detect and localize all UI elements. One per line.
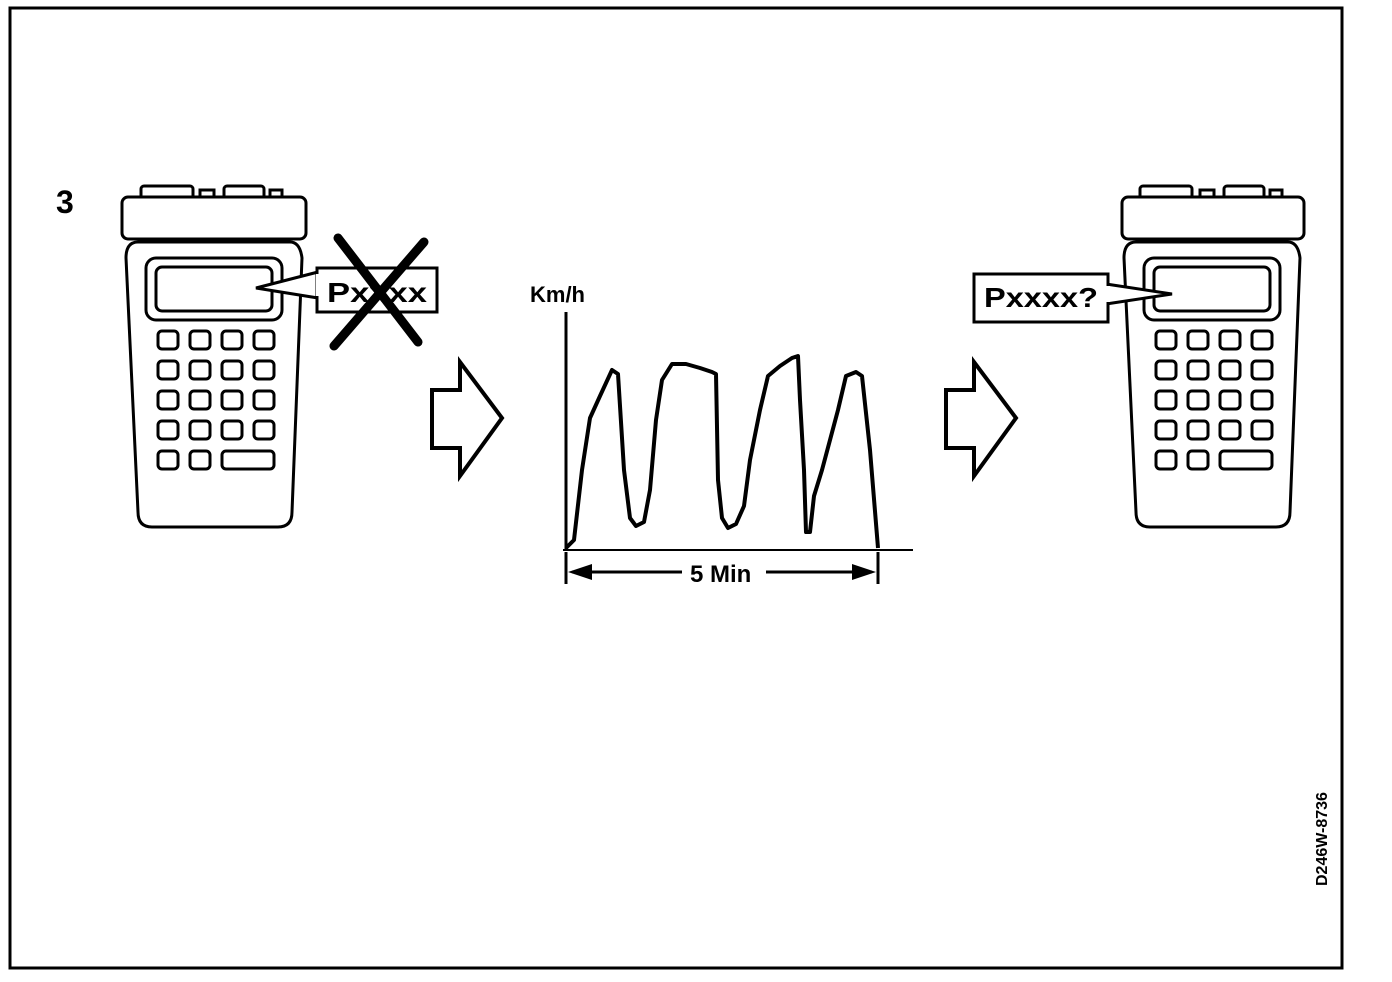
bubble-pointer xyxy=(255,270,319,300)
speed-curve xyxy=(564,354,880,550)
key xyxy=(1186,329,1210,351)
key xyxy=(252,359,276,381)
key xyxy=(220,329,244,351)
tester-head xyxy=(120,195,308,241)
tester-keypad xyxy=(1154,329,1274,471)
tester-display xyxy=(154,265,274,313)
tester-head xyxy=(1120,195,1306,241)
key xyxy=(156,389,180,411)
dimension-arrowhead xyxy=(852,564,876,580)
key xyxy=(156,329,180,351)
key xyxy=(188,389,212,411)
key xyxy=(1154,449,1178,471)
tester-keypad xyxy=(156,329,276,471)
speed-graph: Km/h 5 Min xyxy=(530,282,913,588)
key xyxy=(188,359,212,381)
key xyxy=(188,419,212,441)
key xyxy=(1154,419,1178,441)
key xyxy=(188,329,212,351)
key xyxy=(252,389,276,411)
cross-out-mark xyxy=(329,233,429,351)
bubble-pointer xyxy=(1105,282,1173,306)
dimension-arrowhead xyxy=(568,564,592,580)
key xyxy=(220,419,244,441)
key xyxy=(220,359,244,381)
step-number: 3 xyxy=(56,184,74,220)
key xyxy=(252,329,276,351)
key xyxy=(156,449,180,471)
right-speech-bubble: Pxxxx? xyxy=(972,272,1173,324)
key xyxy=(1250,419,1274,441)
key xyxy=(1218,329,1242,351)
key xyxy=(1218,359,1242,381)
duration-label: 5 Min xyxy=(690,561,751,588)
key xyxy=(1186,389,1210,411)
cross-stroke xyxy=(329,237,429,351)
key xyxy=(1154,359,1178,381)
right-arrow-icon xyxy=(430,356,505,483)
right-handheld-tester xyxy=(1120,184,1306,529)
figure-code: D246W-8736 xyxy=(1314,792,1331,886)
key xyxy=(1250,389,1274,411)
right-arrow-icon xyxy=(944,356,1019,483)
tester-display xyxy=(1152,265,1272,313)
key xyxy=(1186,359,1210,381)
key xyxy=(220,389,244,411)
key xyxy=(1154,329,1178,351)
left-handheld-tester xyxy=(120,184,308,529)
key-wide xyxy=(1218,449,1274,471)
right-bubble-text: Pxxxx? xyxy=(984,282,1098,313)
key xyxy=(1186,449,1210,471)
key xyxy=(1250,329,1274,351)
key-wide xyxy=(220,449,276,471)
key xyxy=(1218,419,1242,441)
key xyxy=(252,419,276,441)
outer-frame xyxy=(8,6,1344,970)
key xyxy=(1250,359,1274,381)
key xyxy=(156,359,180,381)
key xyxy=(1154,389,1178,411)
y-axis-label: Km/h xyxy=(530,282,585,307)
key xyxy=(188,449,212,471)
key xyxy=(1186,419,1210,441)
key xyxy=(156,419,180,441)
key xyxy=(1218,389,1242,411)
